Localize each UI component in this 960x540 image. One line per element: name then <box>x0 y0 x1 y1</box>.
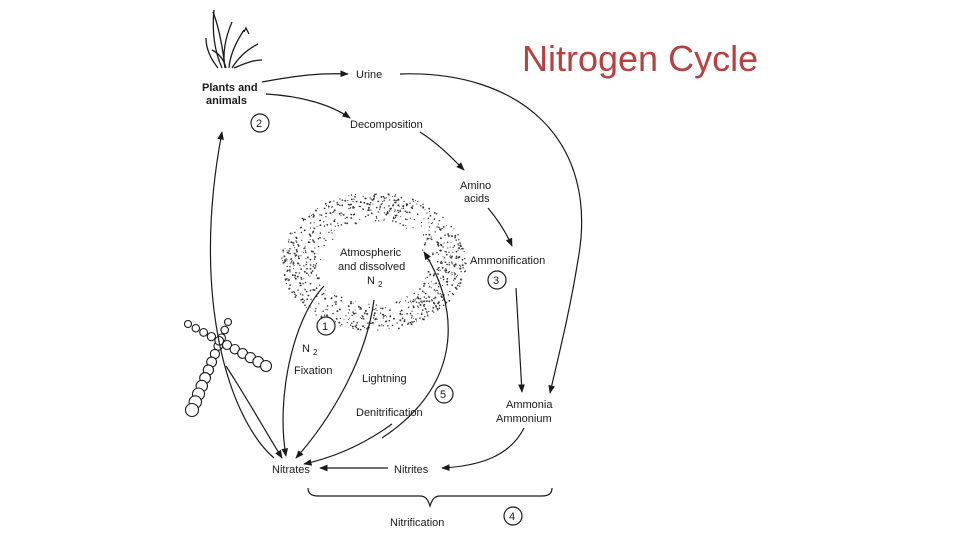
label-ammonia: Ammonia Ammonium <box>496 399 556 425</box>
label-amino-line2: acids <box>464 193 490 205</box>
arrow-nitrates-to-plants <box>209 131 275 459</box>
step-1-label: 1 <box>322 321 328 333</box>
atmosphere-cloud-icon <box>281 193 467 331</box>
label-amino-acids: Amino acids <box>460 180 494 205</box>
label-n2-subscript: 2 <box>313 348 318 357</box>
label-ammonia-line2: Ammonium <box>496 413 552 425</box>
label-nitrification: Nitrification <box>390 517 444 529</box>
arrow-plants-to-decomposition <box>265 93 351 119</box>
label-atmospheric-line3: N <box>367 275 375 287</box>
arrow-decomposition-to-amino <box>419 131 465 171</box>
label-plants-animals-line2: animals <box>206 95 247 107</box>
label-ammonia-line1: Ammonia <box>506 399 553 411</box>
label-n2-fixation: N 2 Fixation <box>294 343 333 377</box>
step-5-label: 5 <box>440 389 446 401</box>
arrow-amino-to-ammonification <box>487 207 513 247</box>
arrow-denitrification-to-nitrates <box>303 423 393 466</box>
label-n2: N <box>302 343 310 355</box>
step-2-label: 2 <box>256 118 262 130</box>
label-denitrification: Denitrification <box>356 407 423 419</box>
label-plants-animals: Plants and animals <box>202 82 261 107</box>
label-atmospheric-subscript: 2 <box>378 280 383 289</box>
arrow-ammonia-to-nitrites <box>441 427 525 471</box>
algae-filament-icon <box>183 317 273 418</box>
step-4-label: 4 <box>509 511 515 523</box>
arrow-denitrification-to-atmosphere <box>381 251 449 439</box>
step-circle-4: 4 <box>503 506 523 526</box>
nitrification-bracket <box>307 487 553 508</box>
arrow-atmosphere-to-nitrates <box>281 285 325 457</box>
label-nitrates: Nitrates <box>272 464 310 476</box>
step-circle-2: 2 <box>250 113 270 133</box>
arrow-lightning-to-nitrates <box>295 299 375 459</box>
plant-icon <box>205 9 263 69</box>
label-decomposition: Decomposition <box>350 119 423 131</box>
label-lightning: Lightning <box>362 373 407 385</box>
label-nitrites: Nitrites <box>394 464 429 476</box>
step-circle-3: 3 <box>487 270 507 290</box>
label-atmospheric-line1: Atmospheric <box>340 247 402 259</box>
arrow-plants-to-urine <box>261 70 349 83</box>
step-3-label: 3 <box>493 275 499 287</box>
step-circle-1: 1 <box>316 316 336 336</box>
label-atmospheric-line2: and dissolved <box>338 261 405 273</box>
arrow-urine-to-ammonia <box>399 73 583 394</box>
label-amino-line1: Amino <box>460 180 491 192</box>
arrow-ammonification-to-ammonia <box>515 287 525 393</box>
label-fixation: Fixation <box>294 365 333 377</box>
label-ammonification: Ammonification <box>470 255 545 267</box>
label-atmospheric: Atmospheric and dissolved N 2 <box>338 247 408 289</box>
page-title: Nitrogen Cycle <box>522 38 759 79</box>
step-circle-5: 5 <box>434 384 454 404</box>
cycle-arrows <box>209 70 583 472</box>
arrow-algae-to-nitrates <box>225 365 283 459</box>
label-plants-animals-line1: Plants and <box>202 82 258 94</box>
label-urine: Urine <box>356 69 382 81</box>
